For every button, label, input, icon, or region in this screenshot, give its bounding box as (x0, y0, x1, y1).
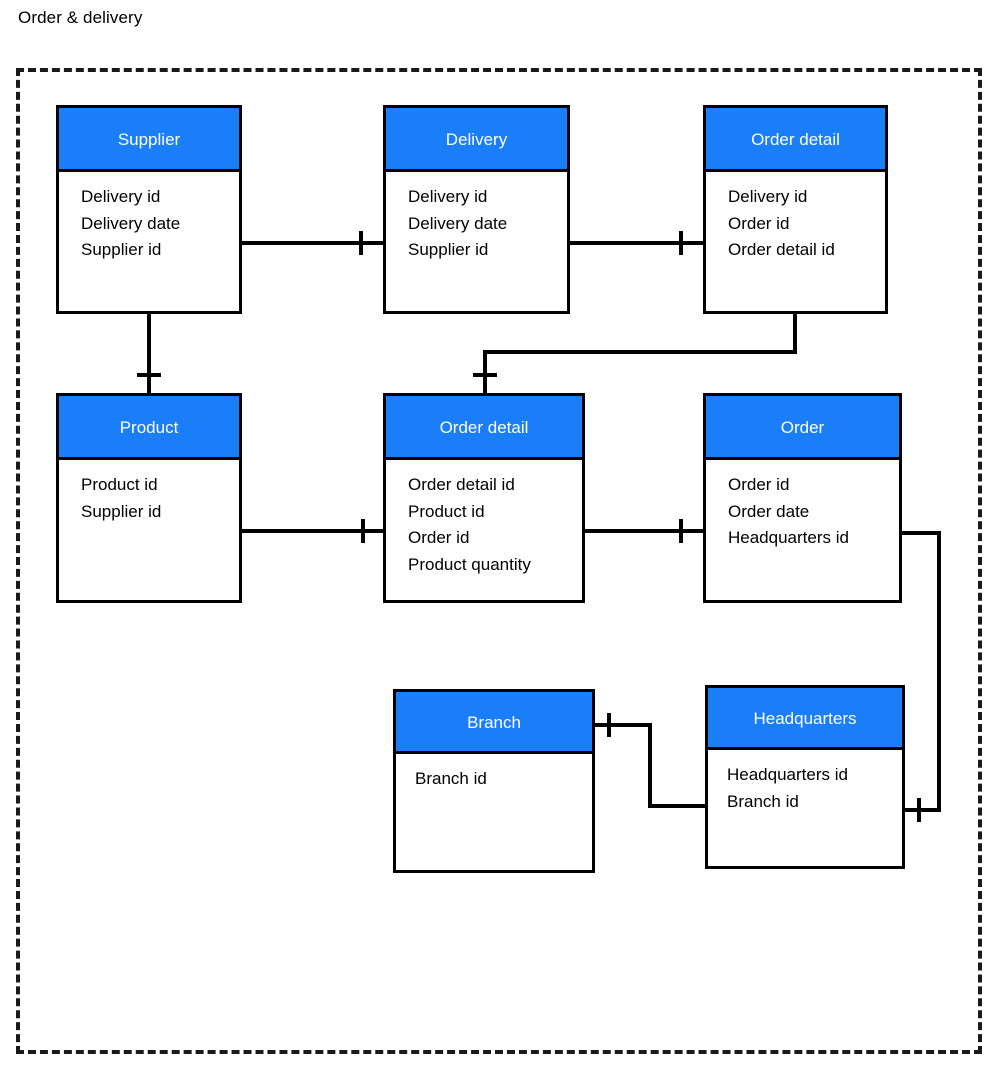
attribute: Product id (408, 501, 485, 521)
attribute: Delivery id (728, 187, 808, 206)
entity-supplier-title: Supplier (59, 108, 239, 172)
entity-order-detail-mid-title: Order detail (386, 396, 582, 460)
diagram-boundary-frame (16, 68, 982, 1054)
connector-supplier-delivery-one-marker (359, 231, 363, 255)
attribute: Order detail id (408, 475, 515, 494)
connector-supplier-product (147, 313, 151, 393)
connector-supplier-delivery (241, 241, 383, 245)
entity-order[interactable]: Order Order id Order date Headquarters i… (703, 393, 902, 603)
attribute: Delivery id (408, 187, 488, 206)
connector-orderdetailmid-order-one-marker (679, 519, 683, 543)
attribute: Order date (728, 501, 810, 521)
connector-delivery-orderdetailtop (570, 241, 703, 245)
connector-order-headquarters-down (937, 531, 941, 812)
connector-orderdetailtop-orderdetailmid-down2 (483, 350, 487, 393)
entity-order-title: Order (706, 396, 899, 460)
connector-order-headquarters-one-marker (917, 798, 921, 822)
attribute: Supplier id (81, 501, 162, 521)
attribute: Product quantity (408, 554, 531, 574)
entity-delivery[interactable]: Delivery Delivery id Delivery date Suppl… (383, 105, 570, 314)
connector-product-orderdetailmid (241, 529, 383, 533)
attribute: Order detail id (728, 240, 835, 259)
connector-orderdetailmid-order (585, 529, 703, 533)
attribute: Branch id (415, 769, 487, 788)
connector-orderdetailtop-orderdetailmid-one-marker (473, 373, 497, 377)
entity-order-detail-top-title: Order detail (706, 108, 885, 172)
entity-product-title: Product (59, 396, 239, 460)
connector-product-orderdetailmid-one-marker (361, 519, 365, 543)
entity-order-detail-top[interactable]: Order detail Delivery id Order id Order … (703, 105, 888, 314)
connector-branch-headquarters-one-marker (607, 713, 611, 737)
entity-order-detail-mid-attributes: Order detail id Product id Order id Prod… (386, 460, 582, 578)
attribute: Supplier id (408, 240, 489, 259)
attribute: Order id (728, 213, 790, 233)
attribute: Delivery date (81, 213, 181, 233)
entity-delivery-title: Delivery (386, 108, 567, 172)
attribute: Headquarters id (727, 765, 848, 784)
connector-delivery-orderdetailtop-one-marker (679, 231, 683, 255)
entity-supplier-attributes: Delivery id Delivery date Supplier id (59, 172, 239, 264)
entity-order-attributes: Order id Order date Headquarters id (706, 460, 899, 552)
entity-branch[interactable]: Branch Branch id (393, 689, 595, 873)
page-title: Order & delivery (18, 8, 143, 27)
attribute: Supplier id (81, 240, 162, 259)
entity-delivery-attributes: Delivery id Delivery date Supplier id (386, 172, 567, 264)
entity-branch-attributes: Branch id (396, 754, 592, 793)
attribute: Delivery date (408, 213, 508, 233)
entity-supplier[interactable]: Supplier Delivery id Delivery date Suppl… (56, 105, 242, 314)
connector-order-headquarters-right (900, 531, 941, 535)
attribute: Delivery id (81, 187, 161, 206)
entity-branch-title: Branch (396, 692, 592, 754)
attribute: Headquarters id (728, 528, 849, 547)
connector-branch-headquarters-right2 (648, 804, 707, 808)
attribute: Order id (408, 528, 470, 547)
entity-product[interactable]: Product Product id Supplier id (56, 393, 242, 603)
entity-headquarters-attributes: Headquarters id Branch id (708, 750, 902, 815)
connector-orderdetailtop-orderdetailmid-left (483, 350, 797, 354)
attribute: Product id (81, 475, 158, 494)
connector-branch-headquarters-right1 (595, 723, 652, 727)
connector-branch-headquarters-down (648, 723, 652, 808)
connector-supplier-product-one-marker (137, 373, 161, 377)
connector-order-headquarters-left (903, 808, 941, 812)
entity-order-detail-mid[interactable]: Order detail Order detail id Product id … (383, 393, 585, 603)
entity-product-attributes: Product id Supplier id (59, 460, 239, 525)
connector-orderdetailtop-orderdetailmid-down1 (793, 313, 797, 354)
attribute: Order id (728, 475, 790, 494)
entity-headquarters[interactable]: Headquarters Headquarters id Branch id (705, 685, 905, 869)
entity-order-detail-top-attributes: Delivery id Order id Order detail id (706, 172, 885, 264)
attribute: Branch id (727, 791, 799, 811)
entity-headquarters-title: Headquarters (708, 688, 902, 750)
